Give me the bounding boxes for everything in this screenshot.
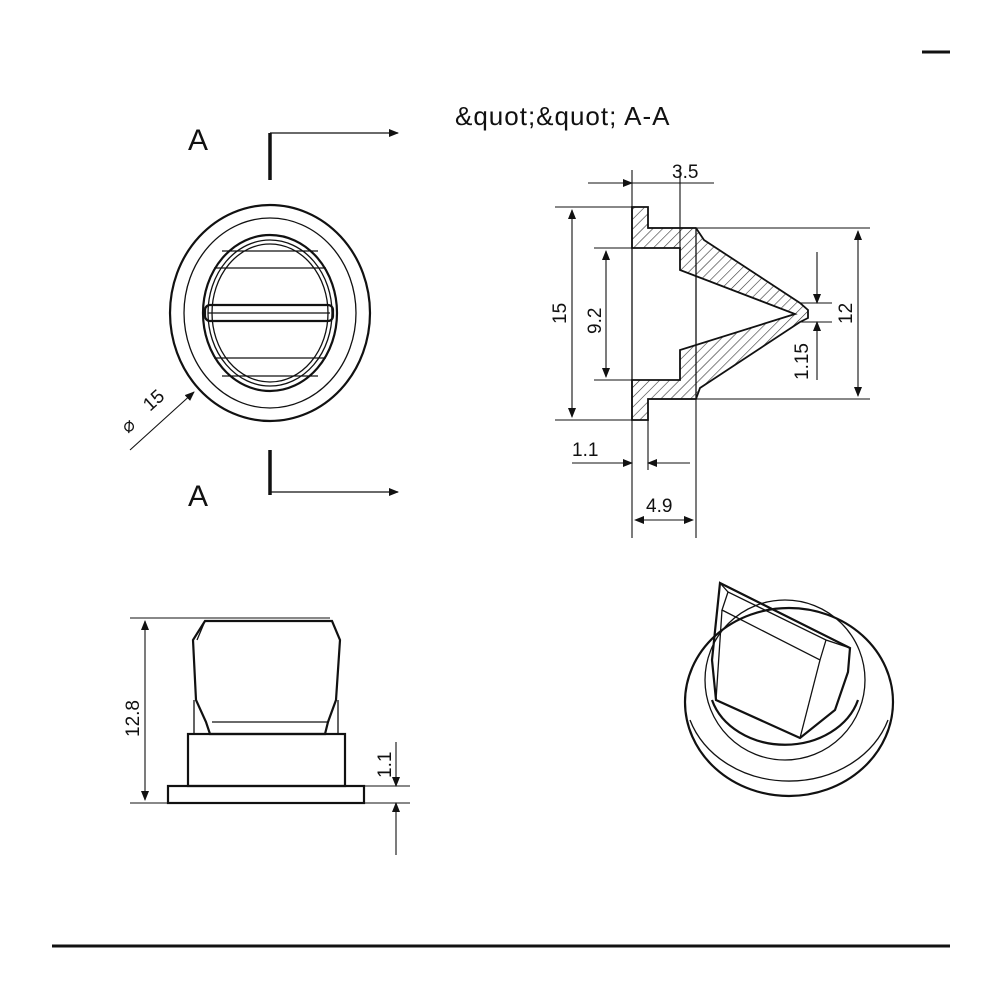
body-block xyxy=(186,732,347,788)
iso-body-lower xyxy=(710,699,860,746)
base-plate xyxy=(166,784,366,805)
slit-bar xyxy=(203,303,335,323)
beak-detail xyxy=(193,620,341,734)
diameter-value: 15 xyxy=(139,386,169,416)
iso-beak xyxy=(710,581,852,740)
iso-beak-edge xyxy=(799,659,821,739)
dim-base-thickness: 1.1 xyxy=(375,752,396,778)
iso-beak-top xyxy=(719,582,851,661)
section-marker-top: A xyxy=(188,124,208,157)
section-profile xyxy=(631,207,697,420)
flange-ring xyxy=(183,217,357,409)
dim-inner-height: 9.2 xyxy=(585,308,606,334)
diameter-symbol: ⌀ xyxy=(117,414,140,437)
front-view: A A ⌀ 15 xyxy=(117,124,399,513)
side-view: 12.8 1.1 xyxy=(123,617,410,855)
iso-ring xyxy=(704,599,866,761)
iso-base-lower xyxy=(689,719,889,782)
dim-total-height: 12.8 xyxy=(123,700,144,737)
dim-overall-depth: 4.9 xyxy=(646,496,672,517)
section-marker-bottom: A xyxy=(188,480,208,513)
inner-ring xyxy=(201,233,339,393)
outer-ring xyxy=(168,203,372,423)
dim-slit: 1.15 xyxy=(792,343,813,380)
section-title: &quot;&quot; A-A xyxy=(455,101,670,131)
section-view: 3.5 15 9.2 12 1.15 1.1 4.9 xyxy=(550,162,870,538)
diameter-leader xyxy=(129,391,195,451)
beak-outline xyxy=(191,619,342,736)
dim-flange-offset: 3.5 xyxy=(672,162,698,183)
iso-beak-edge xyxy=(715,609,723,701)
iso-base-outer xyxy=(683,606,895,798)
dim-tip-height: 12 xyxy=(836,303,857,324)
dim-flange-thickness: 1.1 xyxy=(572,440,598,461)
isometric-view xyxy=(683,581,895,798)
section-body xyxy=(631,206,809,421)
dim-overall-height: 15 xyxy=(550,303,571,324)
